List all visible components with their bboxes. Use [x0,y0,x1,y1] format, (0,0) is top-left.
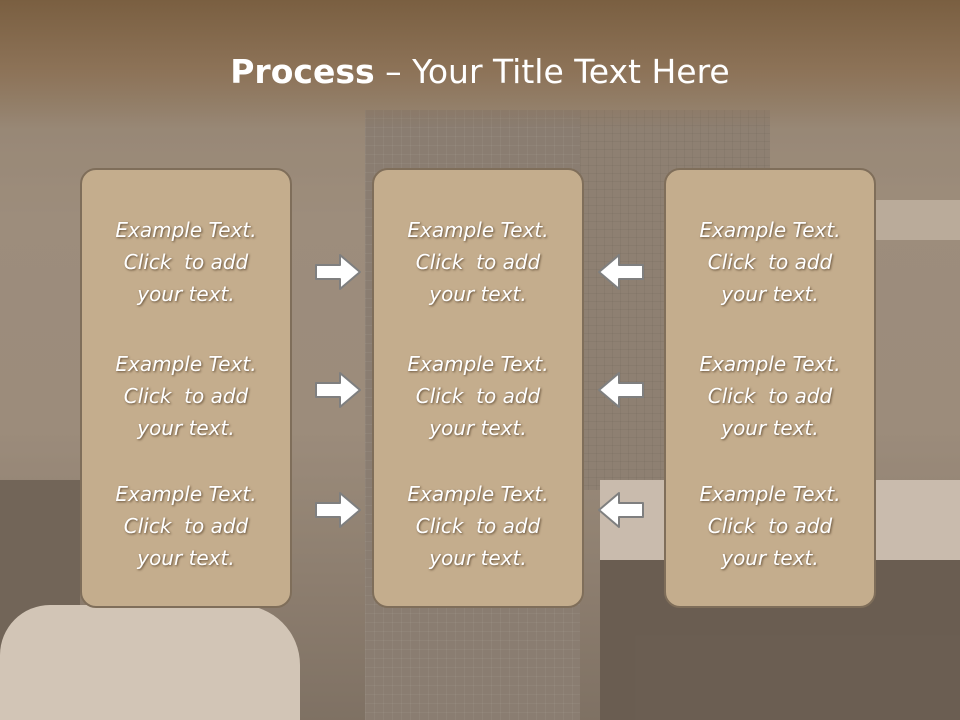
slide-title[interactable]: Process – Your Title Text Here [0,52,960,91]
box-text-item[interactable]: Example Text. Click to add your text. [666,214,874,310]
title-bold: Process [230,52,375,91]
text-line: your text. [721,546,819,570]
arrow-left-icon [598,254,644,290]
text-line: your text. [429,282,527,306]
text-line: your text. [721,282,819,306]
text-line: Example Text. [407,482,549,506]
box-text-item[interactable]: Example Text. Click to add your text. [666,478,874,574]
box-text-item[interactable]: Example Text. Click to add your text. [82,478,290,574]
text-line: Example Text. [699,352,841,376]
text-line: your text. [137,282,235,306]
text-line: Click to add [123,384,249,408]
text-line: Click to add [415,384,541,408]
text-line: your text. [721,416,819,440]
text-line: Click to add [707,250,833,274]
arrow-left-icon [598,492,644,528]
text-line: your text. [137,546,235,570]
arrow-right-icon [315,492,361,528]
title-band [0,0,960,130]
text-line: Example Text. [407,218,549,242]
process-box-center[interactable]: Example Text. Click to add your text. Ex… [372,168,584,608]
arrow-right-icon [315,254,361,290]
background-toilet [0,605,300,720]
box-text-item[interactable]: Example Text. Click to add your text. [374,348,582,444]
text-line: Click to add [415,250,541,274]
text-line: your text. [429,546,527,570]
text-line: Example Text. [115,218,257,242]
box-text-item[interactable]: Example Text. Click to add your text. [374,214,582,310]
process-box-right[interactable]: Example Text. Click to add your text. Ex… [664,168,876,608]
arrow-right-icon [315,372,361,408]
box-text-item[interactable]: Example Text. Click to add your text. [82,348,290,444]
text-line: Click to add [707,514,833,538]
process-box-left[interactable]: Example Text. Click to add your text. Ex… [80,168,292,608]
text-line: your text. [137,416,235,440]
text-line: Click to add [123,250,249,274]
text-line: Example Text. [407,352,549,376]
arrow-left-icon [598,372,644,408]
text-line: your text. [429,416,527,440]
text-line: Click to add [707,384,833,408]
background-shelf [860,200,960,240]
box-text-item[interactable]: Example Text. Click to add your text. [82,214,290,310]
text-line: Example Text. [699,218,841,242]
text-line: Click to add [415,514,541,538]
title-rest: – Your Title Text Here [374,52,730,91]
text-line: Example Text. [115,482,257,506]
text-line: Example Text. [115,352,257,376]
box-text-item[interactable]: Example Text. Click to add your text. [374,478,582,574]
text-line: Click to add [123,514,249,538]
box-text-item[interactable]: Example Text. Click to add your text. [666,348,874,444]
text-line: Example Text. [699,482,841,506]
